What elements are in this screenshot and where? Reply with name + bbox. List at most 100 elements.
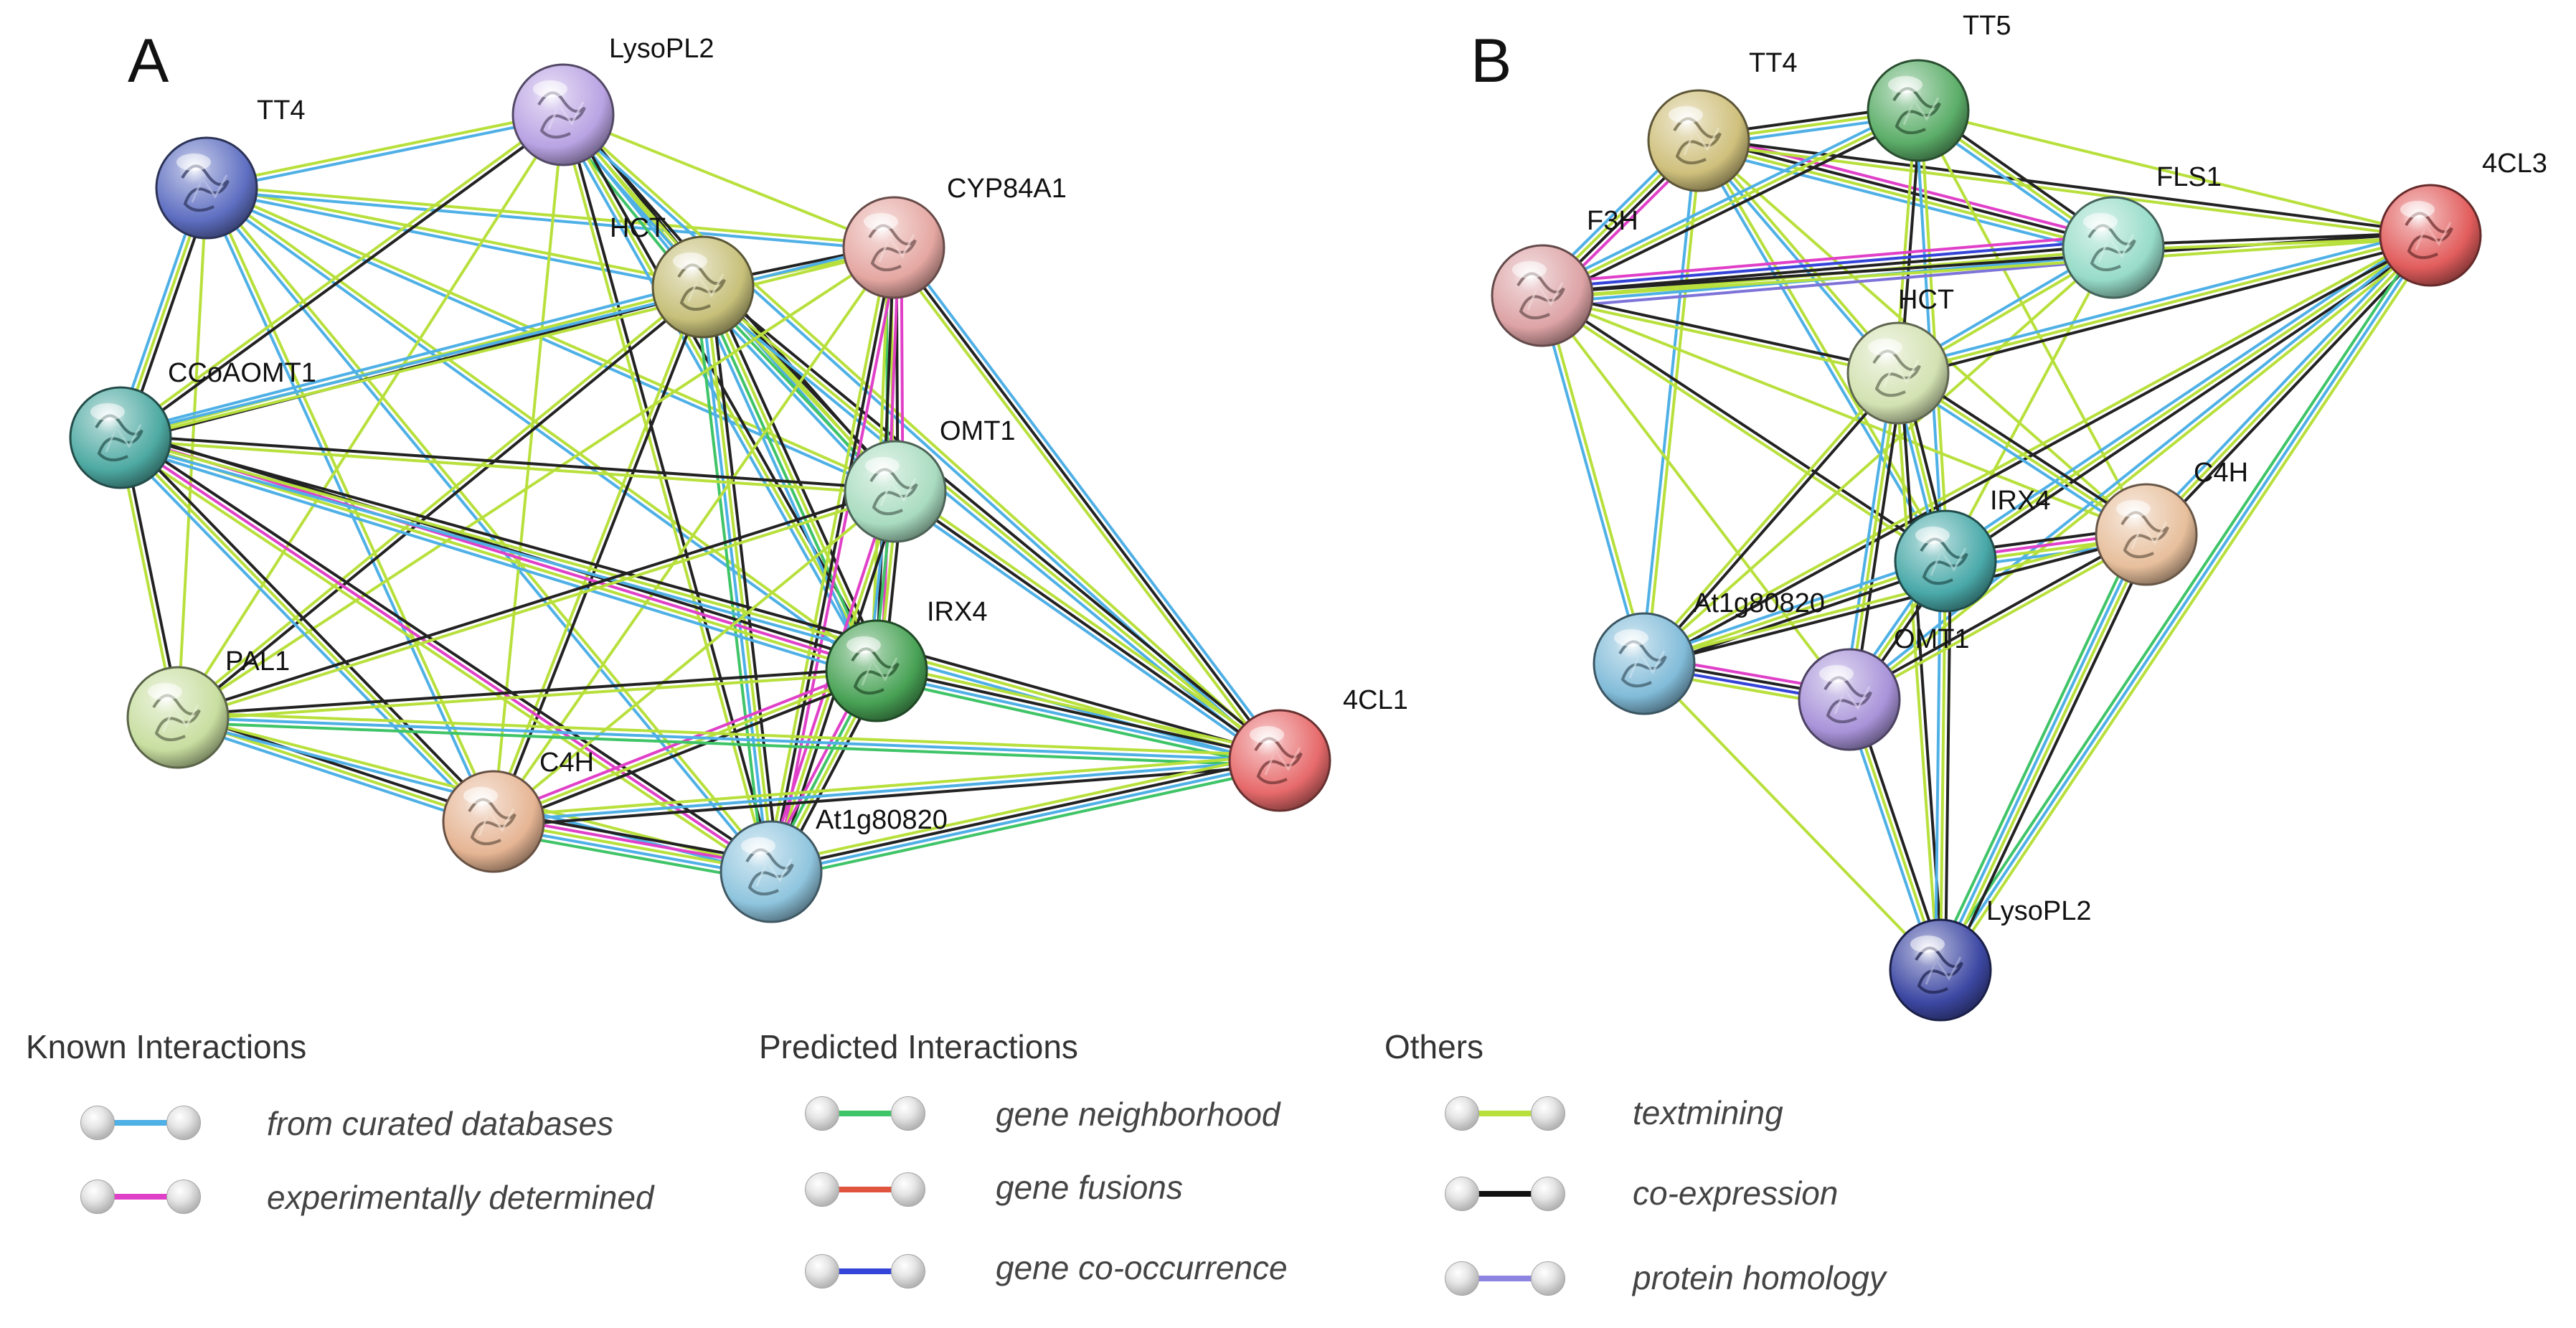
node-4CL3[interactable]: 4CL3: [2379, 149, 2547, 287]
node-HCT[interactable]: HCT: [610, 213, 755, 339]
protein-structure-icon: [1254, 737, 1303, 785]
node-OMT1[interactable]: OMT1: [844, 416, 1016, 543]
edge-FLS1-4CL3: [2112, 236, 2433, 252]
node-ball: [1846, 321, 1950, 425]
edge-C4H-LysoPL2: [1945, 536, 2155, 975]
node-label: TT5: [1963, 11, 2011, 41]
edge-4CL3-IRX4: [1941, 230, 2430, 559]
edge-HCT-At1g80820: [704, 285, 775, 873]
node-F3H[interactable]: F3H: [1491, 206, 1638, 347]
edge-TT4-IRX4: [203, 188, 877, 674]
edge-C4H-4CL1: [492, 759, 1281, 823]
node-highlight: [1250, 726, 1284, 743]
legend-line-cooccurrence: [822, 1268, 908, 1274]
edge-IRX4-C4H: [492, 669, 878, 823]
node-CYP84A1[interactable]: CYP84A1: [842, 174, 1067, 299]
node-At1g80820[interactable]: At1g80820: [720, 805, 948, 923]
protein-structure-icon: [879, 478, 917, 507]
edge-IRX4-At1g80820: [1641, 555, 1945, 661]
node-label: CYP84A1: [947, 174, 1067, 204]
edge-TT4-OMT1: [206, 184, 898, 491]
node-highlight: [533, 80, 567, 98]
legend-item-textmining: textmining: [1445, 1092, 2019, 1135]
protein-structure-icon: [1920, 537, 1968, 585]
legend-ball: [1531, 1261, 1565, 1296]
edge-HCT-At1g80820: [694, 286, 765, 875]
legend-ball: [805, 1172, 839, 1207]
protein-structure-icon: [861, 657, 898, 686]
edge-4CL3-At1g80820: [1643, 236, 2433, 668]
edge-TT4-4CL3: [1697, 141, 2432, 240]
node-highlight: [2400, 201, 2435, 218]
protein-structure-icon: [1925, 956, 1962, 985]
legend-item-experimental: experimentally determined: [80, 1175, 726, 1218]
node-label: At1g80820: [1693, 588, 1825, 618]
protein-structure-icon: [1824, 676, 1872, 724]
edge-TT5-C4H: [1917, 109, 2148, 536]
protein-structure-icon: [2131, 521, 2168, 550]
node-OMT1[interactable]: OMT1: [1798, 624, 1970, 751]
edge-C4H-LysoPL2: [1941, 534, 2151, 973]
node-ball: [511, 63, 615, 166]
node-ball: [844, 440, 947, 543]
node-IRX4[interactable]: IRX4: [1894, 486, 2050, 613]
edge-4CL3-At1g80820: [1641, 231, 2431, 663]
node-TT4[interactable]: TT4: [155, 95, 306, 240]
edge-4CL3-HCT: [1895, 229, 2431, 370]
node-HCT[interactable]: HCT: [1846, 285, 1954, 425]
node-C4H[interactable]: C4H: [2095, 458, 2248, 586]
node-PAL1[interactable]: PAL1: [126, 646, 290, 769]
protein-structure-icon: [878, 234, 915, 263]
node-highlight: [463, 787, 498, 804]
edge-At1g80820-4CL1: [769, 756, 1281, 871]
legend-label-homology: protein homology: [1633, 1259, 1886, 1296]
node-At1g80820[interactable]: At1g80820: [1593, 588, 1825, 715]
edge-HCT-PAL1: [174, 283, 703, 717]
node-highlight: [1888, 76, 1922, 93]
protein-structure-icon: [1618, 640, 1667, 688]
protein-structure-icon: [868, 224, 917, 272]
edge-TT4-HCT: [204, 189, 704, 291]
node-label: LysoPL2: [609, 34, 714, 64]
node-LysoPL2[interactable]: LysoPL2: [1889, 896, 2091, 1022]
node-FLS1[interactable]: FLS1: [2062, 162, 2222, 299]
node-LysoPL2[interactable]: LysoPL2: [511, 34, 714, 166]
legend-ball: [891, 1254, 925, 1289]
edge-CYP84A1-4CL1: [888, 249, 1278, 766]
node-TT5[interactable]: TT5: [1867, 11, 2011, 162]
protein-structure-icon: [2405, 212, 2453, 260]
node-highlight: [1512, 261, 1547, 278]
legend-ball: [1445, 1096, 1479, 1131]
protein-structure-icon: [755, 858, 793, 887]
node-ball: [2379, 184, 2482, 287]
protein-structure-icon: [162, 704, 199, 733]
node-C4H[interactable]: C4H: [442, 748, 594, 873]
legend-label-neighborhood: gene neighborhood: [996, 1096, 1280, 1133]
edge-HCT-LysoPL2: [1894, 372, 1940, 972]
legend-item-neighborhood: gene neighborhood: [805, 1092, 1379, 1135]
node-IRX4[interactable]: IRX4: [825, 597, 987, 722]
protein-structure-icon: [2120, 511, 2169, 559]
node-highlight: [1669, 106, 1703, 123]
legend-item-cooccurrence: gene co-occurrence: [805, 1250, 1379, 1293]
edge-TT5-4CL3: [1917, 109, 2432, 237]
node-4CL1[interactable]: 4CL1: [1228, 685, 1408, 812]
node-ball: [1894, 509, 1997, 613]
edge-CCoAOMT1-At1g80820: [119, 436, 773, 873]
node-ball: [825, 619, 928, 722]
edge-IRX4-LysoPL2: [1943, 560, 1952, 972]
node-ball: [651, 235, 755, 339]
edge-CCoAOMT1-OMT1: [119, 433, 897, 491]
edge-CCoAOMT1-C4H: [119, 436, 495, 823]
edge-TT4-FLS1: [1695, 146, 2113, 257]
node-TT4[interactable]: TT4: [1647, 48, 1798, 192]
node-CCoAOMT1[interactable]: CCoAOMT1: [69, 358, 316, 489]
edge-IRX4-4CL1: [874, 672, 1281, 765]
edge-4CL3-LysoPL2: [1939, 234, 2432, 971]
edge-C4H-4CL1: [491, 754, 1281, 819]
edge-TT4-CYP84A1: [204, 189, 895, 252]
edge-IRX4-C4H: [494, 674, 880, 828]
edge-HCT-CCoAOMT1: [118, 281, 704, 435]
